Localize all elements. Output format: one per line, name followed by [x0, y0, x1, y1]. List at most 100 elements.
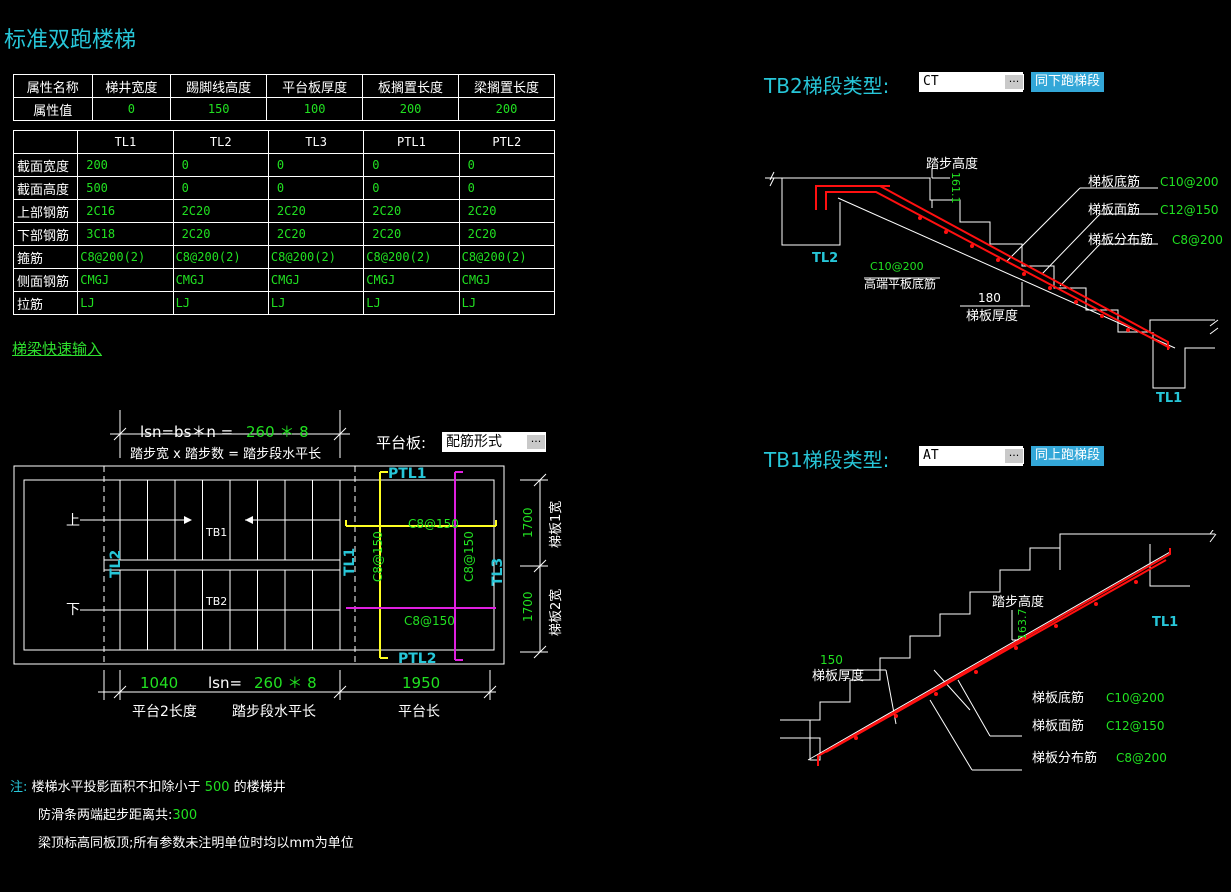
- beam-value-cell[interactable]: C8@200(2): [458, 245, 556, 269]
- beam-value-cell[interactable]: C8@200(2): [267, 245, 365, 269]
- beam-header-row: TL1 TL2 TL3 PTL1 PTL2: [12, 130, 556, 154]
- note-line-1: 注: 楼梯水平投影面积不扣除小于 500 的楼梯井: [10, 776, 286, 795]
- beam-value-cell[interactable]: 200: [77, 153, 174, 177]
- tb1-thickness-value: 150: [820, 653, 843, 667]
- tb1-more-button[interactable]: ···: [1004, 448, 1024, 464]
- platform-select[interactable]: 配筋形式: [442, 432, 546, 452]
- tb1-bottom-rebar-label: 梯板底筋: [1032, 690, 1084, 706]
- beam-value-cell[interactable]: 0: [363, 176, 460, 200]
- beam-value-cell[interactable]: 2C20: [458, 199, 556, 223]
- tb1-top-rebar-label: 梯板面筋: [1032, 718, 1084, 734]
- beam-value-cell[interactable]: LJ: [458, 291, 556, 315]
- tb1-section-drawing: 踏步高度 163.7 150 梯板厚度 梯板底筋 C10@200 梯板面筋 C1…: [780, 530, 1217, 771]
- beam-value-cell[interactable]: 2C20: [267, 199, 365, 223]
- beam-value-cell[interactable]: 2C16: [77, 199, 174, 223]
- tb2-high-end-value: C10@200: [870, 260, 924, 273]
- beam-row-label: 拉筋: [12, 291, 79, 315]
- beam-value-cell[interactable]: 0: [458, 176, 556, 200]
- width2-value: 1700: [521, 591, 535, 622]
- attribute-header-row: 属性名称 梯井宽度 踢脚线高度 平台板厚度 板搁置长度 梁搁置长度: [13, 74, 555, 98]
- width1-value: 1700: [521, 507, 535, 538]
- beam-value-cell[interactable]: LJ: [363, 291, 460, 315]
- beam-value-cell[interactable]: CMGJ: [172, 268, 269, 292]
- attr-value-cell[interactable]: 150: [170, 97, 268, 121]
- beam-row-label: 截面高度: [12, 176, 79, 200]
- tb2-same-as-lower-button[interactable]: 同下跑梯段: [1031, 72, 1105, 92]
- beam-value-cell[interactable]: 2C20: [458, 222, 556, 246]
- tb1-dist-rebar-label: 梯板分布筋: [1032, 750, 1097, 766]
- tl3-plan-label: TL3: [490, 558, 506, 586]
- beam-value-cell[interactable]: 0: [458, 153, 556, 177]
- beam-col-header: TL3: [267, 130, 365, 154]
- dim-left-value: 1040: [140, 674, 178, 692]
- note-line-2: 防滑条两端起步距离共:300: [38, 804, 197, 823]
- beam-value-cell[interactable]: CMGJ: [458, 268, 556, 292]
- note-line-3: 梁顶标高同板顶;所有参数未注明单位时均以mm为单位: [38, 836, 354, 851]
- tb2-thickness-value: 180: [978, 291, 1001, 305]
- beam-value-cell[interactable]: C8@200(2): [363, 245, 460, 269]
- attr-value-cell[interactable]: 0: [91, 97, 172, 121]
- tb1-same-as-upper-button[interactable]: 同上跑梯段: [1031, 446, 1105, 466]
- beam-value-cell[interactable]: C8@200(2): [172, 245, 269, 269]
- beam-value-cell[interactable]: LJ: [172, 291, 269, 315]
- beam-value-cell[interactable]: CMGJ: [363, 268, 460, 292]
- beam-col-header: PTL1: [363, 130, 460, 154]
- dim-left-label: 平台2长度: [132, 704, 197, 720]
- lsn-top-prefix: lsn=bs＊n =: [140, 423, 233, 441]
- quick-input-link[interactable]: 梯梁快速输入: [12, 340, 103, 358]
- page-title: 标准双跑楼梯: [4, 28, 137, 53]
- attr-value-cell[interactable]: 100: [266, 97, 364, 121]
- lsn-bottom-value: 260 ＊ 8: [254, 674, 317, 692]
- tb2-high-end-label: 高端平板底筋: [864, 276, 936, 291]
- beam-value-cell[interactable]: CMGJ: [77, 268, 174, 292]
- tb1-step-height-label: 踏步高度: [992, 594, 1044, 610]
- beam-value-cell[interactable]: 0: [363, 153, 460, 177]
- beam-value-cell[interactable]: 2C20: [363, 222, 460, 246]
- note-prefix: 注:: [10, 780, 28, 795]
- attr-header: 板搁置长度: [362, 74, 460, 98]
- beam-value-cell[interactable]: 0: [172, 176, 269, 200]
- beam-value-cell[interactable]: 2C20: [267, 222, 365, 246]
- beam-value-cell[interactable]: C8@200(2): [77, 245, 174, 269]
- ptl2-plan-label: PTL2: [398, 651, 436, 667]
- attribute-table: 属性名称 梯井宽度 踢脚线高度 平台板厚度 板搁置长度 梁搁置长度 属性值 0 …: [13, 74, 555, 121]
- beam-value-cell[interactable]: LJ: [77, 291, 174, 315]
- beam-value-cell[interactable]: LJ: [267, 291, 365, 315]
- tb2-dist-rebar-value: C8@200: [1172, 233, 1223, 247]
- tb2-tl2-label: TL2: [812, 251, 838, 266]
- tb1-type-select[interactable]: AT: [919, 446, 1023, 466]
- attr-header: 梯井宽度: [91, 74, 172, 98]
- tb2-step-height-value: 161.1: [949, 172, 962, 204]
- dim-right-value: 1950: [402, 674, 440, 692]
- tl2-plan-label: TL2: [108, 550, 124, 578]
- attr-value-cell[interactable]: 200: [362, 97, 460, 121]
- beam-value-cell[interactable]: 3C18: [77, 222, 174, 246]
- platform-rebar-bottom: C8@150: [404, 614, 455, 628]
- tb1-bottom-rebar-value: C10@200: [1106, 691, 1165, 705]
- beam-value-cell[interactable]: 500: [77, 176, 174, 200]
- tb1-tl1-label: TL1: [1152, 615, 1178, 630]
- beam-value-cell[interactable]: 0: [267, 176, 365, 200]
- attr-header: 踢脚线高度: [170, 74, 268, 98]
- tb2-thickness-label: 梯板厚度: [966, 308, 1018, 324]
- beam-value-cell[interactable]: 2C20: [363, 199, 460, 223]
- dim-right-label: 平台长: [398, 704, 440, 720]
- beam-value-cell[interactable]: CMGJ: [267, 268, 365, 292]
- beam-value-cell[interactable]: 0: [172, 153, 269, 177]
- attr-value-cell[interactable]: 200: [458, 97, 555, 121]
- beam-value-cell[interactable]: 2C20: [172, 222, 269, 246]
- beam-row-label: 侧面钢筋: [12, 268, 79, 292]
- platform-more-button[interactable]: ···: [526, 434, 546, 450]
- beam-value-cell[interactable]: 0: [267, 153, 365, 177]
- tb2-type-select[interactable]: CT: [919, 72, 1023, 92]
- tb2-more-button[interactable]: ···: [1004, 74, 1024, 90]
- lsn-top-caption: 踏步宽 x 踏步数 = 踏步段水平长: [130, 446, 321, 462]
- stair-plan-drawing: lsn=bs＊n = 260 ＊ 8 踏步宽 x 踏步数 = 踏步段水平长 上 …: [13, 410, 564, 720]
- lsn-bottom-prefix: lsn=: [208, 674, 242, 692]
- tb1-step-height-value: 163.7: [1016, 609, 1029, 641]
- beam-value-cell[interactable]: 2C20: [172, 199, 269, 223]
- note-line1-b: 的楼梯井: [233, 780, 286, 795]
